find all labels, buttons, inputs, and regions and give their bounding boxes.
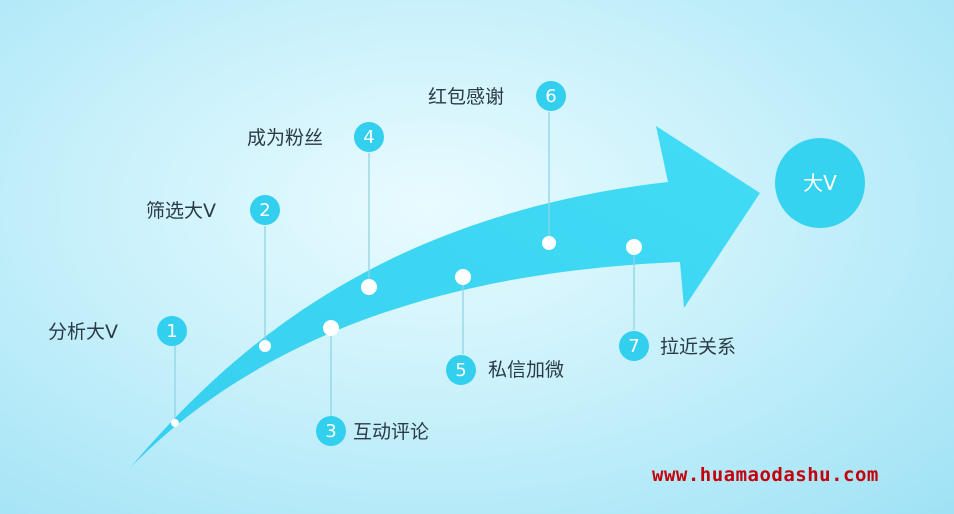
step-3-badge <box>316 416 346 446</box>
step-1: 分析大V 1 <box>48 316 187 346</box>
step-7: 7 拉近关系 <box>619 331 736 361</box>
step-2: 筛选大V 2 <box>146 195 280 225</box>
path-node-2 <box>259 340 271 352</box>
path-nodes <box>171 236 642 427</box>
step-1-badge <box>157 316 187 346</box>
step-5-number: 5 <box>455 360 466 381</box>
step-4-badge <box>354 122 384 152</box>
path-node-1 <box>171 419 179 427</box>
step-7-badge <box>619 331 649 361</box>
step-6-badge <box>536 81 566 111</box>
step-4: 成为粉丝 4 <box>247 122 384 152</box>
connector-lines <box>174 112 635 423</box>
step-7-number: 7 <box>628 336 639 357</box>
step-3-number: 3 <box>325 421 336 442</box>
step-5-badge <box>446 355 476 385</box>
step-2-label: 筛选大V <box>146 200 216 222</box>
step-4-number: 4 <box>363 127 374 148</box>
step-6: 红包感谢 6 <box>428 81 566 111</box>
step-3: 3 互动评论 <box>316 416 429 446</box>
goal: 大V <box>775 138 865 228</box>
step-6-label: 红包感谢 <box>428 86 504 108</box>
goal-label: 大V <box>803 171 837 195</box>
path-node-6 <box>542 236 556 250</box>
step-5-label: 私信加微 <box>488 359 564 381</box>
step-5: 5 私信加微 <box>446 355 564 385</box>
step-4-label: 成为粉丝 <box>247 127 323 149</box>
step-1-label: 分析大V <box>48 321 118 343</box>
path-node-5 <box>455 269 471 285</box>
path-node-4 <box>361 279 377 295</box>
step-2-badge <box>250 195 280 225</box>
step-2-number: 2 <box>259 200 270 221</box>
step-6-number: 6 <box>545 86 556 107</box>
path-node-7 <box>626 239 642 255</box>
step-1-number: 1 <box>166 321 177 342</box>
goal-circle <box>775 138 865 228</box>
step-7-label: 拉近关系 <box>660 336 736 358</box>
watermark-url: www.huamaodashu.com <box>652 464 879 486</box>
path-node-3 <box>323 320 339 336</box>
step-3-label: 互动评论 <box>353 421 429 443</box>
curved-growth-arrow <box>130 126 760 468</box>
